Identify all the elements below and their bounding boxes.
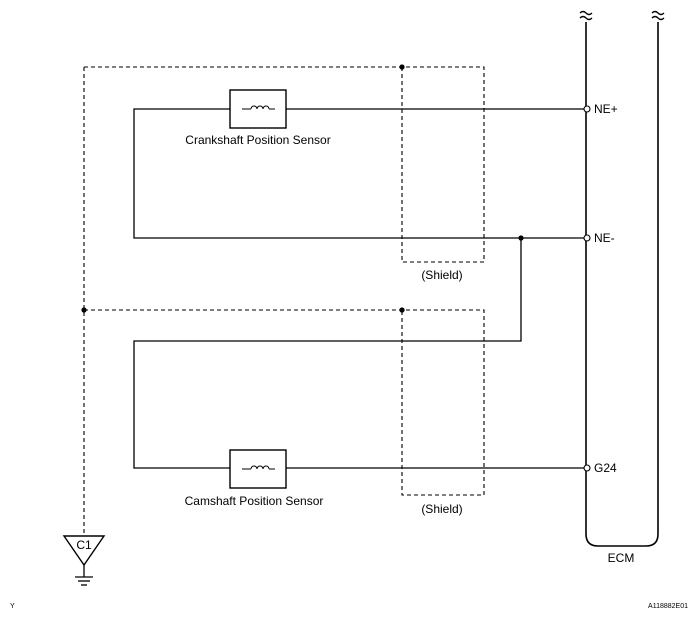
- ecm-label: ECM: [608, 551, 635, 565]
- ground-label: C1: [76, 538, 92, 552]
- ecm-break-right: [651, 10, 665, 21]
- pin-g24-label: G24: [594, 461, 617, 475]
- figure-code: A118882E01: [648, 603, 688, 610]
- ecm-break-left: [579, 10, 593, 21]
- pin-ne-minus-label: NE-: [594, 231, 615, 245]
- footer-mark: Y: [10, 603, 15, 610]
- ne-minus-terminal: [583, 234, 591, 242]
- lower-shield: [84, 309, 485, 496]
- upper-shield: [84, 66, 485, 263]
- crankshaft-sensor: [229, 89, 287, 129]
- junction-dot: [81, 307, 87, 313]
- upper-shield-label: (Shield): [421, 268, 462, 282]
- ecm-box: [585, 22, 659, 547]
- crank-loop-wire: [133, 108, 586, 239]
- g24-terminal: [583, 464, 591, 472]
- cam-loop-wire: [133, 238, 522, 469]
- ground-symbol: [62, 535, 106, 586]
- crankshaft-sensor-label: Crankshaft Position Sensor: [185, 133, 330, 147]
- pin-ne-plus-label: NE+: [594, 102, 618, 116]
- lower-shield-label: (Shield): [421, 502, 462, 516]
- camshaft-sensor: [229, 449, 287, 489]
- junction-dot: [399, 307, 405, 313]
- junction-dot: [399, 64, 405, 70]
- ne-plus-terminal: [583, 105, 591, 113]
- camshaft-sensor-label: Camshaft Position Sensor: [185, 494, 324, 508]
- junction-dot: [518, 235, 524, 241]
